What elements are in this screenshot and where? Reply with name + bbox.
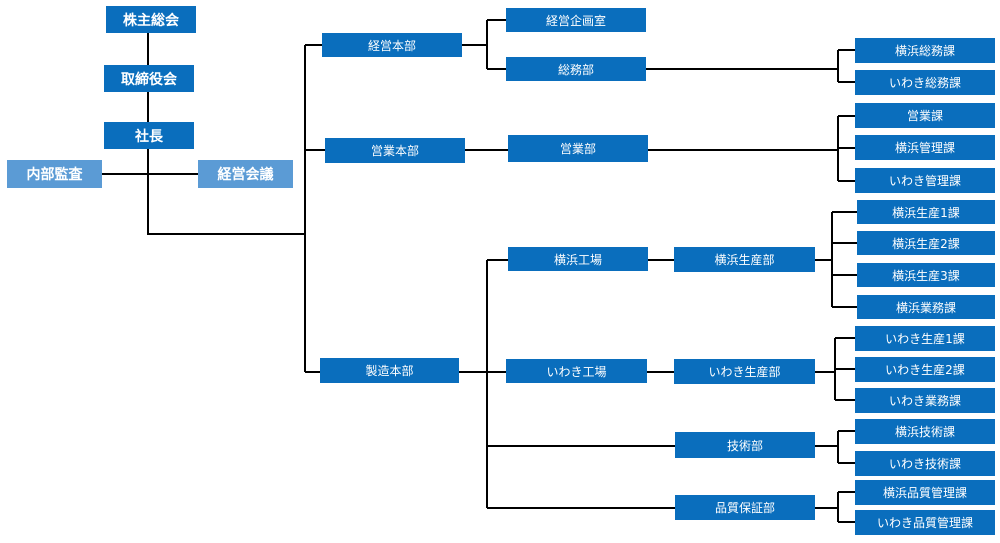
node-management-hq: 経営本部 [322, 33, 462, 57]
node-yokohama-production-2: 横浜生産2課 [857, 231, 995, 255]
node-iwaki-general-affairs: いわき総務課 [855, 70, 995, 95]
node-yokohama-general-affairs: 横浜総務課 [855, 38, 995, 63]
node-iwaki-quality-control: いわき品質管理課 [855, 510, 995, 535]
node-quality-assurance-dept: 品質保証部 [675, 495, 815, 520]
node-yokohama-admin: 横浜管理課 [855, 135, 995, 160]
node-sales-hq: 営業本部 [325, 138, 465, 163]
node-president: 社長 [104, 122, 194, 149]
node-iwaki-production-2: いわき生産2課 [855, 357, 995, 382]
node-sales-section: 営業課 [855, 103, 995, 128]
node-yokohama-factory: 横浜工場 [508, 247, 648, 271]
node-yokohama-quality-control: 横浜品質管理課 [855, 480, 995, 505]
node-internal-audit: 内部監査 [7, 160, 102, 188]
node-sales-department: 営業部 [508, 135, 648, 162]
node-board-of-directors: 取締役会 [104, 65, 194, 92]
node-manufacturing-hq: 製造本部 [320, 358, 459, 383]
node-engineering-dept: 技術部 [675, 432, 815, 458]
node-iwaki-production-dept: いわき生産部 [674, 359, 815, 384]
node-management-meeting: 経営会議 [198, 160, 293, 188]
node-iwaki-production-1: いわき生産1課 [855, 326, 995, 351]
node-shareholders-meeting: 株主総会 [106, 6, 196, 33]
node-yokohama-operations: 横浜業務課 [857, 295, 995, 319]
node-yokohama-production-dept: 横浜生産部 [674, 247, 815, 272]
node-general-affairs: 総務部 [506, 57, 646, 81]
node-yokohama-production-1: 横浜生産1課 [857, 200, 995, 224]
node-yokohama-production-3: 横浜生産3課 [857, 263, 995, 287]
node-yokohama-engineering: 横浜技術課 [855, 419, 995, 444]
node-iwaki-admin: いわき管理課 [855, 168, 995, 193]
node-iwaki-factory: いわき工場 [506, 359, 647, 383]
node-corporate-planning: 経営企画室 [506, 8, 646, 32]
node-iwaki-operations: いわき業務課 [855, 388, 995, 413]
node-iwaki-engineering: いわき技術課 [855, 451, 995, 476]
